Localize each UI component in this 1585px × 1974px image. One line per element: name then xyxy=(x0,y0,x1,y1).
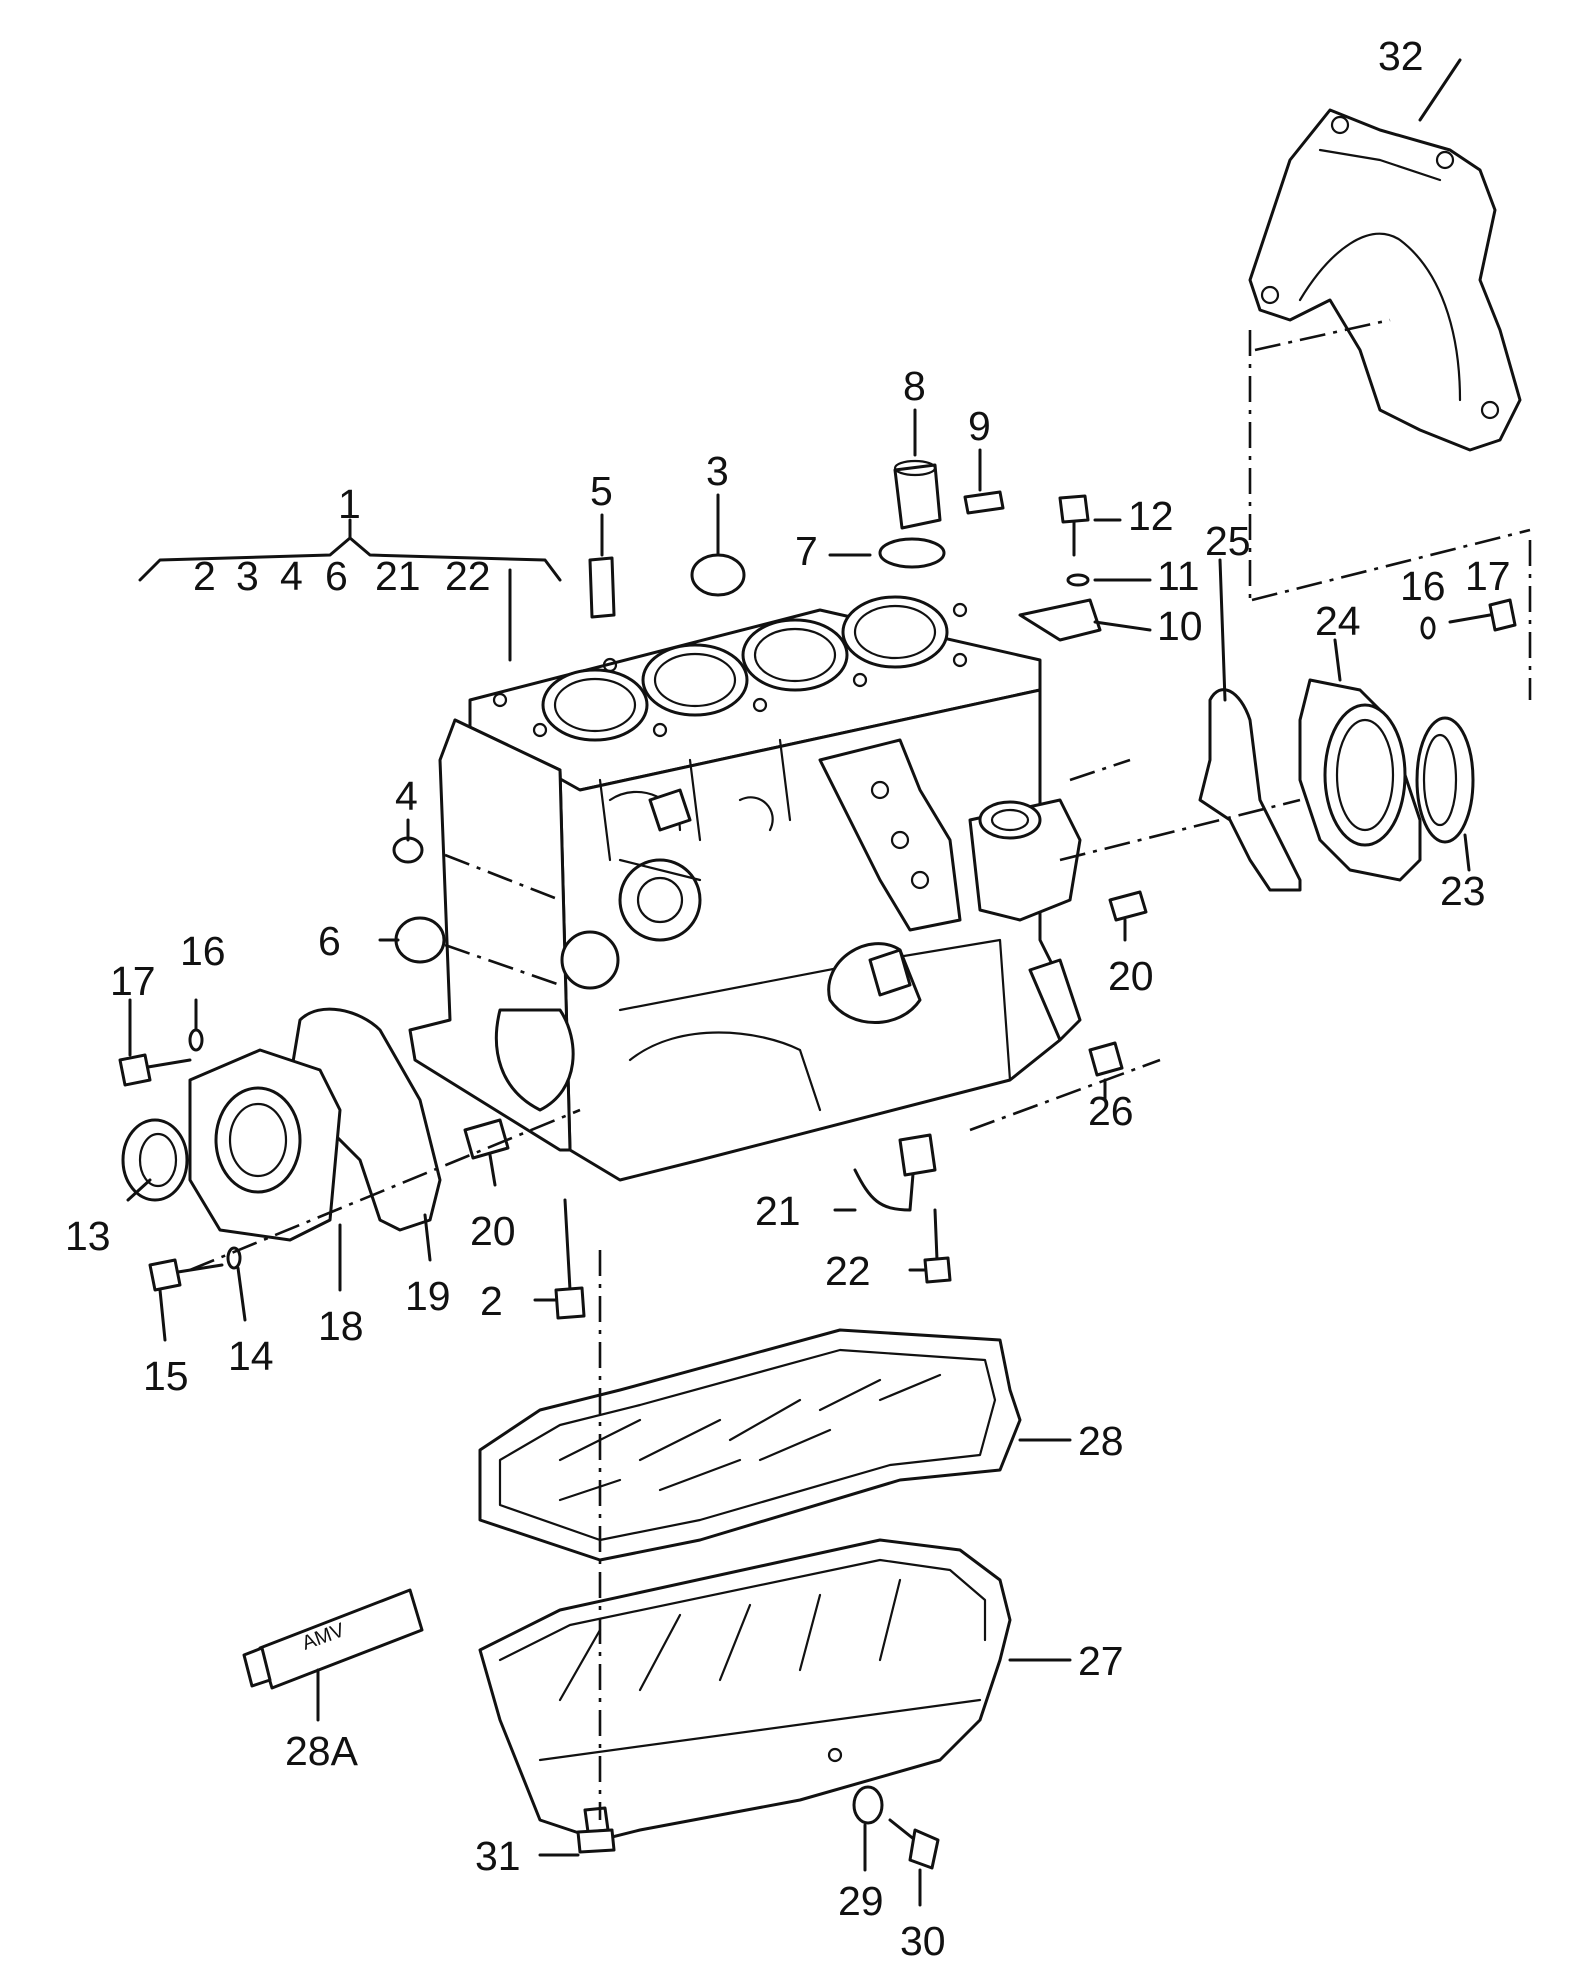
sealant-tube: AMV xyxy=(242,1588,424,1690)
leader-lines xyxy=(126,58,1471,1907)
callout-29: 29 xyxy=(838,1878,884,1924)
gasket-19 xyxy=(288,1007,442,1232)
callout-25: 25 xyxy=(1205,518,1251,564)
callout-23: 23 xyxy=(1440,868,1486,914)
gasket-25 xyxy=(1198,688,1302,892)
seal-13 xyxy=(121,1118,189,1202)
callout-6: 6 xyxy=(318,918,341,964)
callout-14: 14 xyxy=(228,1333,274,1379)
callout-19: 19 xyxy=(405,1273,451,1319)
callout-1-group-21: 21 xyxy=(375,553,421,599)
callout-24: 24 xyxy=(1315,598,1361,644)
callout-28: 28 xyxy=(1078,1418,1124,1464)
callout-22: 22 xyxy=(825,1248,871,1294)
front-flange-assembly xyxy=(121,1007,442,1242)
callout-21: 21 xyxy=(755,1188,801,1234)
callout-31: 31 xyxy=(475,1833,521,1879)
callout-13: 13 xyxy=(65,1213,111,1259)
callout-9: 9 xyxy=(968,403,991,449)
callout-17-left: 17 xyxy=(110,958,156,1004)
callout-3: 3 xyxy=(706,448,729,494)
callout-5: 5 xyxy=(590,468,613,514)
callout-1-group-3: 3 xyxy=(236,553,259,599)
engine-block xyxy=(408,595,1082,1182)
oil-pan-gasket xyxy=(478,1328,1022,1562)
callout-15: 15 xyxy=(143,1353,189,1399)
callout-16-left: 16 xyxy=(180,928,226,974)
callout-12: 12 xyxy=(1128,493,1174,539)
callout-2: 2 xyxy=(480,1278,503,1324)
callout-8: 8 xyxy=(903,363,926,409)
callout-20-right: 20 xyxy=(1108,953,1154,999)
callout-28A: 28A xyxy=(285,1728,359,1774)
callout-1-group-4: 4 xyxy=(280,553,303,599)
callout-1-group-2: 2 xyxy=(193,553,216,599)
rear-flange-assembly xyxy=(1198,678,1475,892)
callout-18: 18 xyxy=(318,1303,364,1349)
callout-1: 1 xyxy=(338,481,361,527)
seal-23 xyxy=(1415,716,1475,844)
callout-1-group-22: 22 xyxy=(445,553,491,599)
callout-26: 26 xyxy=(1088,1088,1134,1134)
alignment-lines xyxy=(189,318,1532,1820)
callout-32: 32 xyxy=(1378,33,1424,79)
callout-11: 11 xyxy=(1157,553,1200,599)
callout-1-group-6: 6 xyxy=(325,553,348,599)
callout-20-left: 20 xyxy=(470,1208,516,1254)
oil-pan xyxy=(478,1538,1012,1842)
callout-numbers: 1 2 3 4 6 21 22 5 3 8 9 7 12 11 10 32 25… xyxy=(65,33,1511,1964)
callout-17-right: 17 xyxy=(1465,553,1511,599)
callout-7: 7 xyxy=(795,528,818,574)
callout-16-right: 16 xyxy=(1400,563,1446,609)
callout-27: 27 xyxy=(1078,1638,1124,1684)
callout-10: 10 xyxy=(1157,603,1203,649)
rear-seal-flange xyxy=(1248,108,1522,452)
callout-30: 30 xyxy=(900,1918,946,1964)
callout-4: 4 xyxy=(395,773,418,819)
